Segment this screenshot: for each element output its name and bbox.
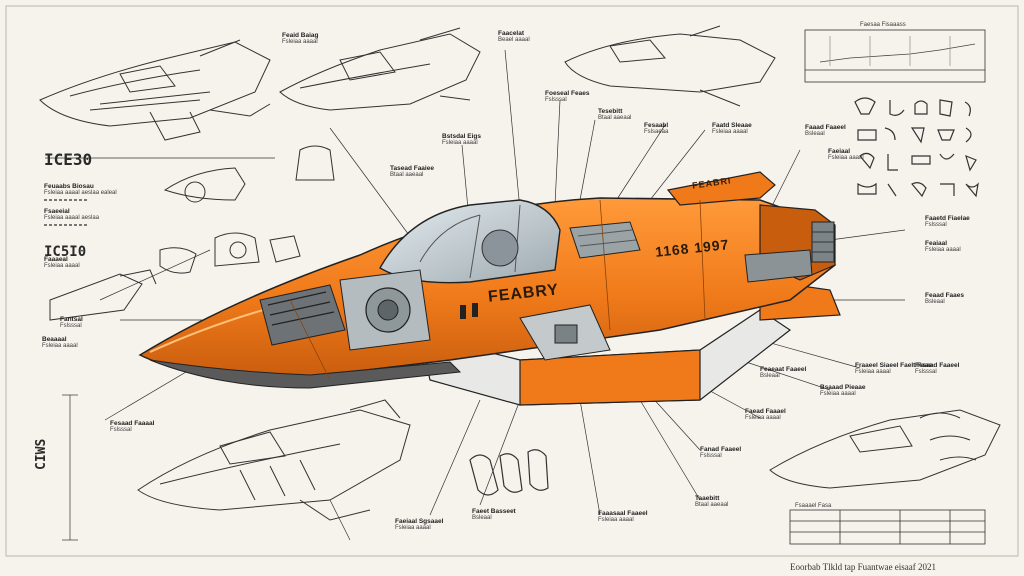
bottom-parts xyxy=(469,449,549,496)
sheet-footer: Eoorbab Tlkld tap Fuantwae eisaaf 2021 xyxy=(790,562,937,572)
sketch-ship-top-right xyxy=(564,25,776,107)
dimension-marks xyxy=(62,394,78,541)
sketch-ship-bottom-right xyxy=(769,409,1001,489)
chart-title: Faesaa Fisaaass xyxy=(860,22,906,28)
section-label-mid: IC5I0 xyxy=(44,244,87,260)
ship-canopy xyxy=(379,199,561,284)
sketch-ship-top-mid xyxy=(279,27,481,111)
table-title: Fsaaael Fasa xyxy=(795,503,832,509)
sketch-ship-top-left xyxy=(39,39,271,141)
access-panel-front xyxy=(259,284,346,346)
sheet-title-left: ICE30 xyxy=(44,150,93,169)
ship-top-fin xyxy=(666,171,776,206)
pilot-seat xyxy=(481,229,519,267)
sketch-ship-bottom-left xyxy=(137,399,411,521)
spec-chart xyxy=(804,29,986,83)
spec-table xyxy=(789,509,986,545)
sheet-border xyxy=(5,5,1019,557)
parts-grid xyxy=(854,97,979,198)
section-label-low: CIWS xyxy=(34,438,49,470)
left-parts xyxy=(49,145,335,321)
main-ship xyxy=(138,171,841,406)
